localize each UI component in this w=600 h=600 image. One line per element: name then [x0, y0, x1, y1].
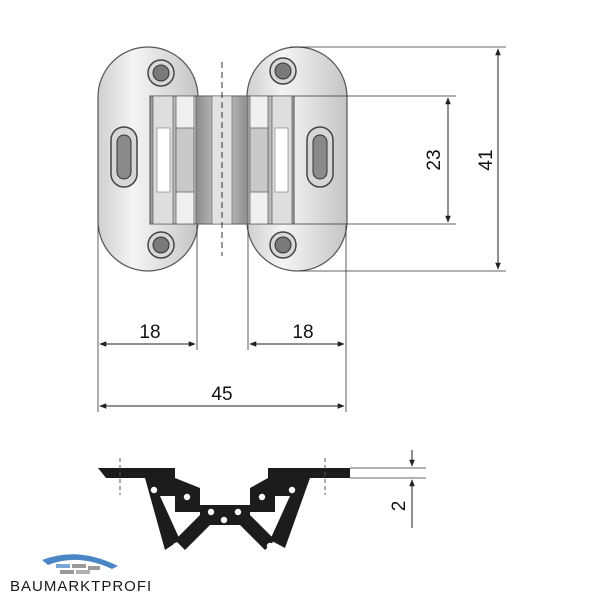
dimension-left-leaf-width: 18 [97, 225, 198, 412]
screw-hole-icon [147, 231, 175, 259]
dimension-total-height: 41 [290, 46, 506, 272]
dimension-label: 18 [292, 322, 313, 343]
hinge-cross-section [98, 458, 426, 550]
dimension-label: 41 [476, 149, 497, 170]
dimension-label: 18 [139, 322, 160, 343]
dimension-label: 23 [424, 149, 445, 170]
baumarktprofi-logo: BAUMARKTPROFI [10, 554, 152, 595]
dimension-total-width: 45 [99, 384, 345, 409]
dimension-right-leaf-width: 18 [247, 225, 347, 412]
dimension-hinge-block-height: 23 [294, 95, 456, 225]
screw-hole-icon [269, 231, 297, 259]
logo-text: BAUMARKTPROFI [10, 578, 152, 595]
roof-logo-icon [42, 554, 118, 574]
adjustment-slot-icon [306, 126, 334, 188]
dimension-label: 45 [211, 384, 232, 405]
dimension-label: 2 [389, 501, 410, 512]
dimension-plate-thickness: 2 [389, 450, 415, 528]
screw-hole-icon [147, 59, 175, 87]
hinge-knuckle-block [149, 62, 295, 256]
screw-hole-icon [269, 57, 297, 85]
adjustment-slot-icon [110, 126, 138, 188]
